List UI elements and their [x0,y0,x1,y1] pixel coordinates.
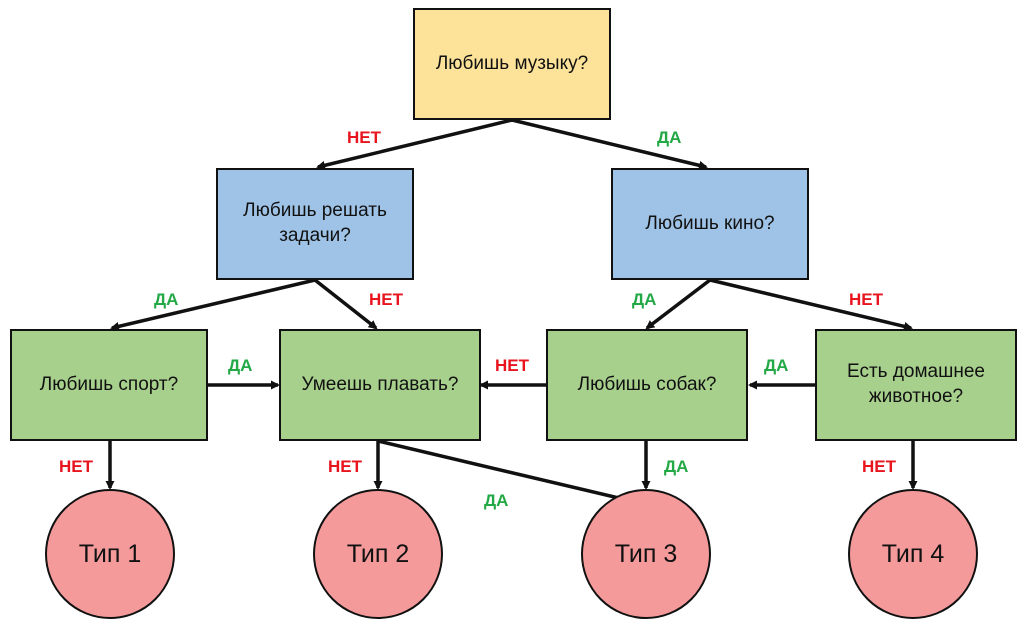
node-likes-sport: Любишь спорт? [10,329,208,441]
label-music-yes: ДА [657,128,682,147]
label-dogs-no: НЕТ [495,356,529,375]
result-type-1: Тип 1 [45,489,175,619]
node-likes-dogs: Любишь собак? [546,329,748,441]
node-likes-cinema: Любишь кино? [611,168,809,280]
arrow-tasks-to-swim [313,278,378,330]
result-type-4: Тип 4 [848,489,978,619]
label-music-no: НЕТ [347,128,381,147]
label-tasks-no: НЕТ [369,290,403,309]
label-cinema-yes: ДА [632,290,657,309]
node-can-swim: Умеешь плавать? [279,329,481,441]
arrow-swim-to-type3 [377,439,646,507]
node-likes-music: Любишь музыку? [413,8,611,120]
result-type-2: Тип 2 [313,489,443,619]
label-sport-yes: ДА [228,356,253,375]
arrow-cinema-to-pet [709,278,913,331]
node-has-pet: Есть домашнее животное? [815,329,1017,441]
arrow-cinema-to-dogs [645,278,712,330]
label-swim-yes: ДА [484,491,509,510]
arrow-tasks-to-sport [110,278,316,331]
label-sport-no: НЕТ [59,457,93,476]
arrow-music-to-tasks [316,118,513,170]
label-cinema-no: НЕТ [849,290,883,309]
label-tasks-yes: ДА [154,290,179,309]
arrow-music-to-cinema [511,118,708,170]
label-pet-yes: ДА [764,356,789,375]
label-pet-no: НЕТ [862,457,896,476]
result-type-3: Тип 3 [581,489,711,619]
label-dogs-yes: ДА [664,457,689,476]
label-swim-no: НЕТ [328,457,362,476]
node-likes-solving-tasks: Любишь решать задачи? [216,168,414,280]
